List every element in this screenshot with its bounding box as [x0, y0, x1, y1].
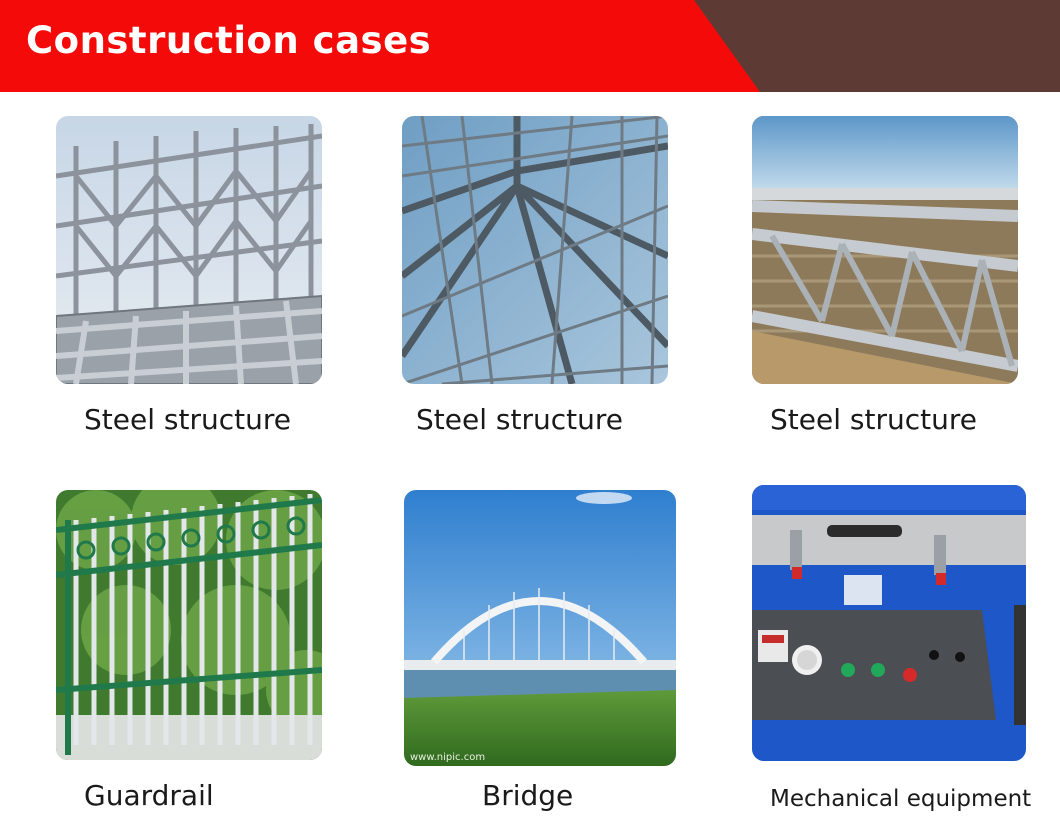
case-image-machine — [752, 485, 1026, 761]
header-red-block — [0, 0, 760, 92]
case-caption: Steel structure — [84, 403, 291, 436]
case-caption: Bridge — [482, 779, 574, 812]
case-image-guardrail — [56, 490, 322, 760]
header-banner: Construction cases — [0, 0, 1060, 92]
watermark: www.nipic.com — [410, 752, 485, 763]
page-title: Construction cases — [26, 19, 432, 62]
case-image-steel-frame — [56, 116, 322, 384]
case-caption: Mechanical equipment — [770, 786, 1032, 812]
case-image-bridge: www.nipic.com — [404, 490, 676, 766]
case-caption: Steel structure — [416, 403, 623, 436]
case-caption: Steel structure — [770, 403, 977, 436]
case-caption: Guardrail — [84, 779, 214, 812]
case-image-steel-roof — [402, 116, 668, 384]
case-image-steel-beam — [752, 116, 1018, 384]
